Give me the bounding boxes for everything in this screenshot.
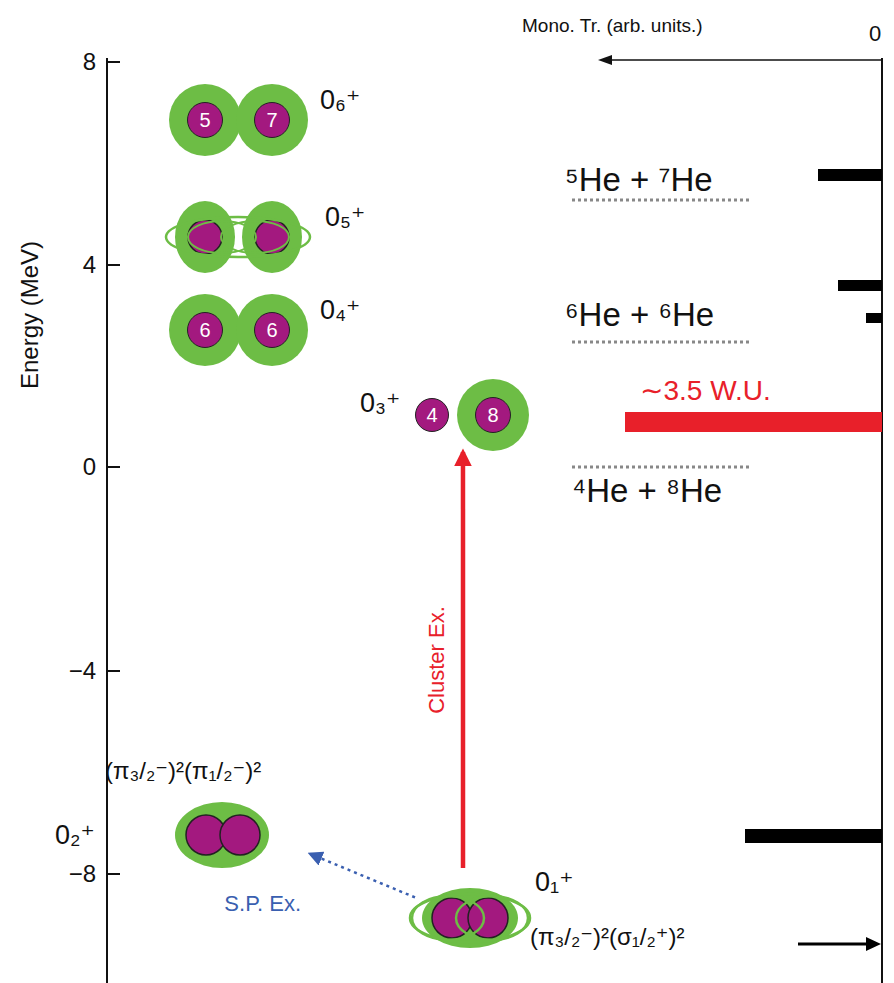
right-axis: [881, 58, 883, 983]
state-node: 0₃⁺ 4 8: [355, 375, 530, 452]
tick-label: 4: [83, 252, 96, 278]
threshold-label: ⁵He + ⁷He: [565, 162, 713, 198]
cluster-circle: 7: [254, 102, 290, 138]
cluster-number: 5: [199, 109, 210, 131]
thresholds: [572, 200, 750, 467]
strength-bar: [866, 313, 882, 323]
cluster-number: 7: [266, 109, 277, 131]
state-05-picture: [166, 201, 310, 273]
neutron-halo: [175, 201, 235, 273]
edge-label: Cluster Ex.: [425, 604, 449, 716]
cluster-circle: 4: [415, 398, 449, 432]
tick: [107, 466, 120, 468]
scale-arrow: [610, 59, 882, 61]
cluster-number: 8: [487, 404, 498, 426]
alpha-core: [188, 220, 222, 254]
edge-label: S.P. Ex.: [222, 892, 303, 916]
cluster-circle: 5: [187, 102, 223, 138]
axis-zero: 0: [869, 22, 881, 46]
threshold-line: [572, 199, 750, 202]
axis-title: Energy (MeV): [17, 241, 43, 389]
transition-arrow: [310, 854, 415, 897]
threshold-line: [572, 466, 750, 469]
ground-arrow: [798, 943, 868, 946]
tick-label: 0: [83, 454, 96, 480]
cluster-circle: 6: [254, 312, 290, 348]
config-label: (π₃/₂⁻)²(σ₁/₂⁺)²: [530, 924, 685, 950]
state-01-picture: [410, 888, 530, 948]
neutron-halo: [175, 802, 269, 868]
tick: [107, 670, 120, 672]
state-label: 0₂⁺: [55, 821, 95, 851]
orbit: [410, 894, 530, 942]
orbit: [166, 217, 310, 257]
transition-arrow: [461, 452, 466, 868]
cluster-circle: 6: [187, 312, 223, 348]
strength-bar: [625, 412, 882, 432]
state-02-picture: [175, 802, 269, 868]
state-label: 0₆⁺: [320, 86, 360, 116]
tick-label: 8: [83, 49, 96, 75]
state-node: 0₁⁺ (π₃/₂⁻)²(σ₁/₂⁺)²: [415, 868, 800, 973]
threshold-label: ⁶He + ⁶He: [565, 297, 714, 333]
threshold-line: [572, 341, 750, 344]
cluster-number: 6: [266, 319, 277, 341]
config-label: (π₃/₂⁻)²(π₁/₂⁻)²: [105, 758, 261, 784]
tick-label: −4: [69, 658, 96, 684]
tick: [107, 873, 120, 875]
cluster-number: 6: [199, 319, 210, 341]
axis-title: Mono. Tr. (arb. units.): [522, 16, 703, 37]
cluster-circle: 8: [475, 397, 511, 433]
threshold-label: ⁴He + ⁸He: [572, 473, 722, 509]
strength-bar: [818, 169, 882, 181]
axes: [107, 58, 882, 983]
arrow-head: [598, 55, 612, 65]
strength-label: ∼3.5 W.U.: [640, 376, 771, 407]
state-node: 0₅⁺: [165, 197, 369, 277]
state-node: (π₃/₂⁻)²(π₁/₂⁻)² 0₂⁺: [50, 755, 330, 865]
alpha-core: [255, 220, 289, 254]
tick-label: −8: [69, 861, 96, 887]
alpha-core: [220, 815, 260, 855]
cluster-number: 4: [426, 404, 437, 426]
neutron-halo: [242, 201, 302, 273]
state-label: 0₃⁺: [360, 389, 400, 419]
orbit: [221, 221, 289, 253]
state-node: 0₆⁺ 5 7: [165, 80, 365, 160]
tick: [107, 264, 120, 266]
arrow-head: [866, 937, 881, 951]
left-axis: [106, 58, 108, 983]
state-node: 0₄⁺ 6 6: [165, 290, 365, 370]
strength-bar: [745, 829, 882, 843]
state-label: 0₅⁺: [325, 203, 365, 233]
state-label: 0₄⁺: [320, 296, 360, 326]
strength-bar: [838, 280, 882, 291]
tick: [107, 61, 120, 63]
state-label: 0₁⁺: [535, 868, 573, 898]
